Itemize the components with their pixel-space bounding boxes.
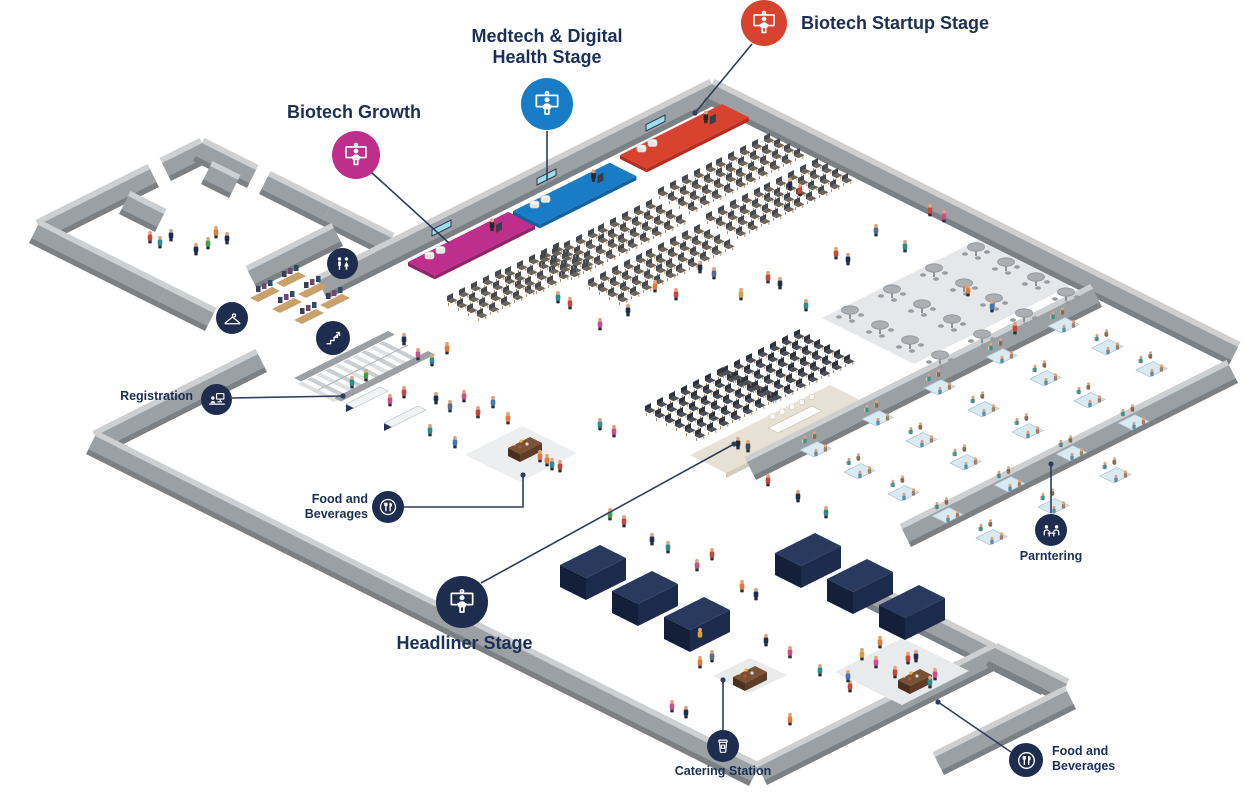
exhibit-booths — [560, 533, 945, 652]
label-biotech-growth: Biotech Growth — [287, 102, 421, 122]
attendees — [147, 177, 1018, 726]
coffee-cup-icon — [707, 730, 739, 762]
label-registration: Registration — [120, 389, 193, 403]
registration-desk-icon — [201, 384, 232, 415]
callout-biotech-growth — [332, 131, 380, 179]
callout-headliner — [436, 576, 488, 628]
label-medtech: Medtech & Digital Health Stage — [471, 26, 623, 68]
label-catering-station: Catering Station — [674, 764, 772, 778]
audience-seating — [447, 133, 855, 441]
food-icon — [1009, 743, 1043, 777]
floor-icon-restroom — [327, 248, 358, 279]
callout-registration — [201, 384, 232, 415]
callout-partnering — [1035, 514, 1067, 546]
stage-platforms — [408, 104, 749, 280]
callout-food-beverages-left — [372, 491, 404, 523]
registration-area — [250, 265, 435, 431]
buffet-tables — [508, 437, 932, 694]
podium-icon — [332, 131, 380, 179]
label-biotech-startup: Biotech Startup Stage — [801, 13, 990, 33]
partnering-tables — [799, 307, 1168, 546]
podium-icon — [436, 576, 488, 628]
hanger-icon — [216, 302, 248, 334]
podium-icon — [521, 78, 573, 130]
restroom-icon — [327, 248, 358, 279]
escalator-icon — [316, 321, 350, 355]
leader-lines — [231, 43, 1054, 753]
podium-icon — [741, 0, 787, 46]
walls — [29, 79, 1241, 786]
headliner-stage — [735, 394, 823, 453]
label-headliner: Headliner Stage — [396, 633, 533, 653]
callout-medtech — [521, 78, 573, 130]
callout-biotech-startup — [741, 0, 787, 46]
floor-icon-escalator — [316, 321, 350, 355]
label-food-beverages-left: Food and Beverages — [304, 492, 368, 521]
callout-catering-station — [707, 730, 739, 762]
label-partnering: Parntering — [1019, 549, 1083, 563]
floor-icon-coat-check — [216, 302, 248, 334]
label-food-beverages-right: Food and Beverages — [1052, 744, 1116, 773]
partnering-icon — [1035, 514, 1067, 546]
food-icon — [372, 491, 404, 523]
callout-food-beverages-right — [1009, 743, 1043, 777]
